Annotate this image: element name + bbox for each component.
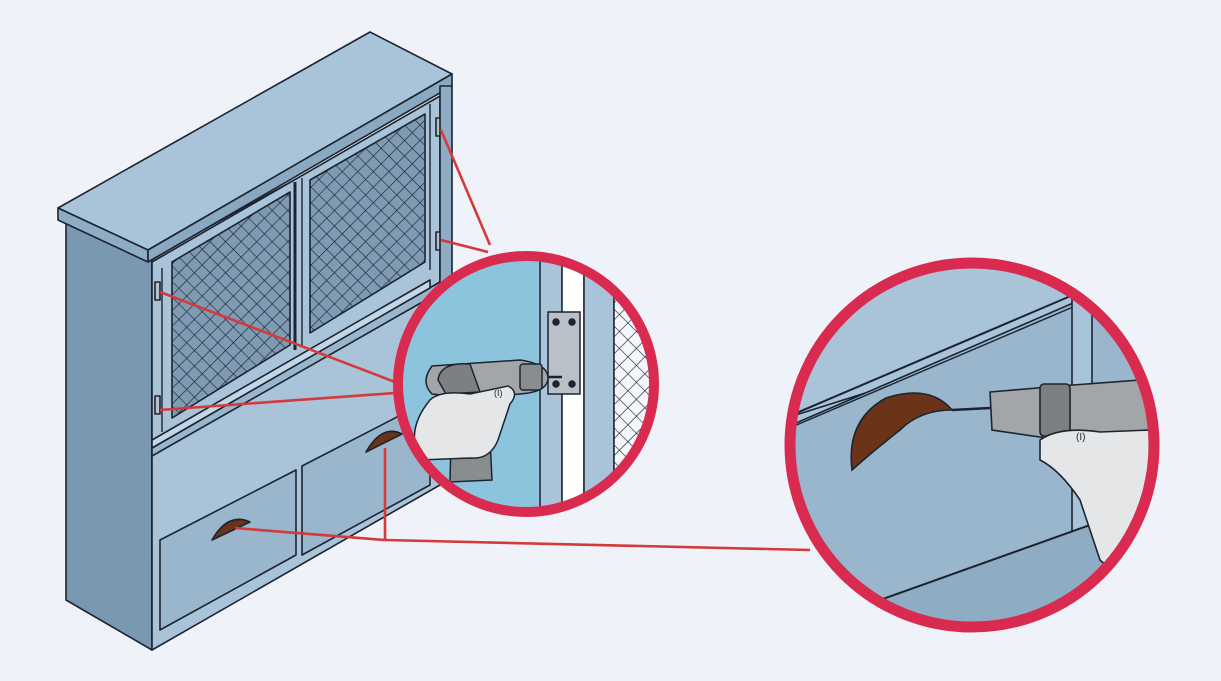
hinge-top-left [154,281,161,301]
leader-to-handle-detail [384,538,811,552]
leader-drawer-left [234,526,386,542]
hinge-plate [547,311,581,395]
hinge-bottom-left [154,395,161,415]
leader-lines [159,129,811,552]
leader-hinge-top-right [439,129,492,246]
left-drawer-handle [211,518,251,541]
drawer-handle-closeup [850,392,954,472]
right-drawer [301,399,431,556]
left-door-mesh [171,191,291,419]
leader-hinge-bottom-right [440,238,489,254]
left-drawer [159,469,297,631]
hinge-detail-callout: (I) [393,251,659,517]
right-drawer-handle [365,430,403,453]
drill-screwing-hinge-icon: (I) [413,359,562,483]
leader-hinge-top-left [159,290,396,384]
drill-label-closeup: (I) [1076,432,1085,443]
handle-detail-callout: (I) [784,257,1160,633]
cabinet [57,31,453,651]
leader-hinge-bottom-left [159,391,396,412]
right-door-mesh [309,113,426,334]
cabinet-left-side [65,214,153,651]
drill-label: (I) [494,388,503,398]
door-stile [583,256,615,512]
